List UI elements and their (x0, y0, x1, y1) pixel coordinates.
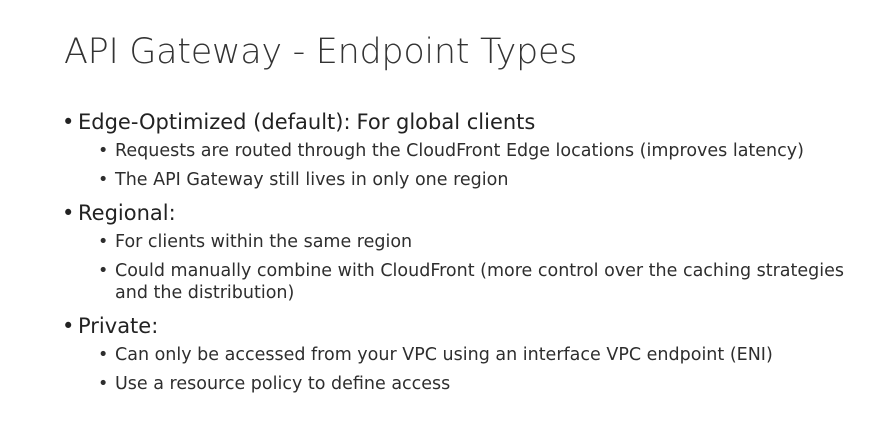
sub-bullet-list: For clients within the same region Could… (98, 231, 872, 304)
sub-bullet-list: Requests are routed through the CloudFro… (98, 140, 872, 191)
slide-title: API Gateway - Endpoint Types (64, 32, 578, 72)
bullet-list: Edge-Optimized (default):For global clie… (62, 108, 872, 403)
sub-bullet: Use a resource policy to define access (98, 373, 872, 395)
bullet-edge-optimized: Edge-Optimized (default):For global clie… (62, 108, 872, 136)
sub-bullet: Can only be accessed from your VPC using… (98, 344, 872, 366)
bullet-description: For global clients (356, 110, 536, 134)
sub-bullet: Requests are routed through the CloudFro… (98, 140, 872, 162)
sub-bullet-list: Can only be accessed from your VPC using… (98, 344, 872, 395)
sub-bullet: For clients within the same region (98, 231, 872, 253)
bullet-regional: Regional: (62, 199, 872, 227)
sub-bullet: The API Gateway still lives in only one … (98, 169, 872, 191)
bullet-term: Private: (78, 314, 159, 338)
bullet-private: Private: (62, 312, 872, 340)
bullet-term: Edge-Optimized (default): (78, 110, 351, 134)
bullet-term: Regional: (78, 201, 176, 225)
sub-bullet: Could manually combine with CloudFront (… (98, 260, 872, 304)
